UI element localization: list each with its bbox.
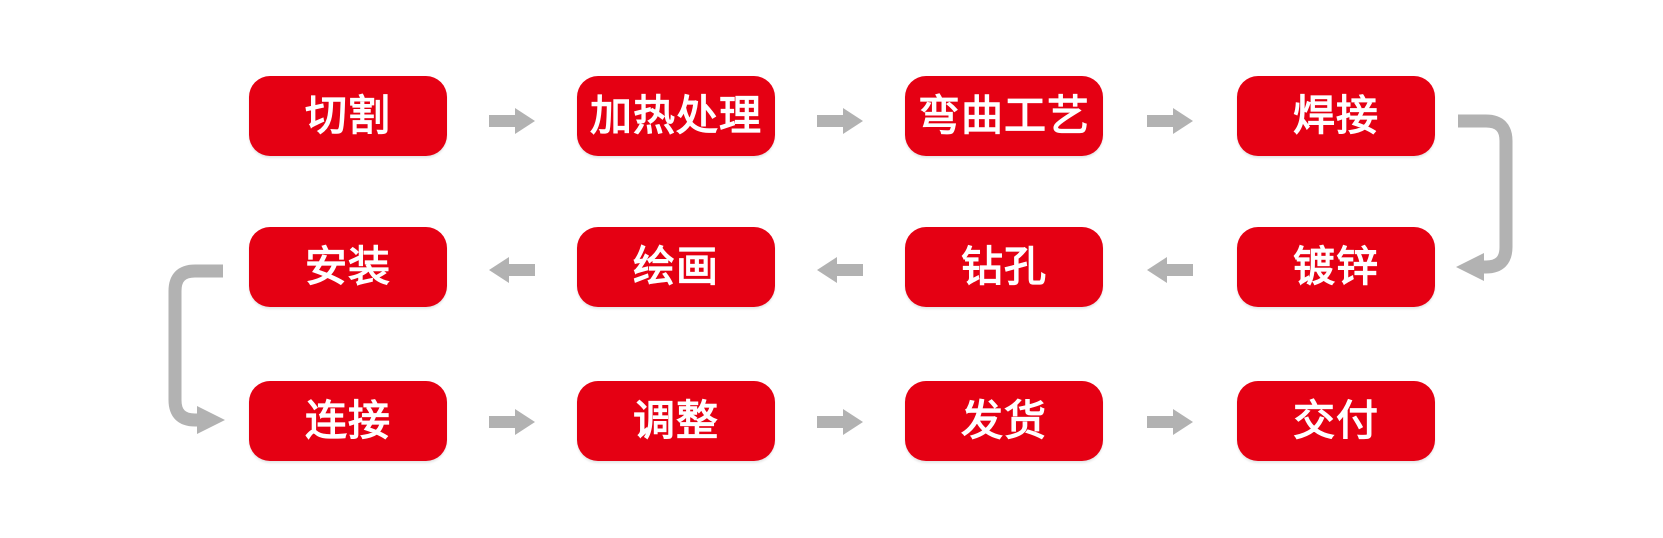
step-label: 弯曲工艺 [917,92,1090,139]
arrow-right-icon [1147,108,1193,134]
step-label: 切割 [304,92,391,139]
elbow-arrow-row1-to-row2-icon [1456,114,1513,281]
arrow-right-icon [817,108,863,134]
elbow-arrow-row2-to-row3-icon [168,264,225,434]
step-connection: 连接 [249,381,447,461]
step-painting: 绘画 [577,227,775,307]
step-label: 调整 [632,397,719,444]
step-bending-process: 弯曲工艺 [905,76,1103,156]
step-welding: 焊接 [1237,76,1435,156]
arrow-left-icon [1147,257,1193,283]
step-installation: 安装 [249,227,447,307]
step-label: 连接 [304,397,391,444]
step-delivery: 交付 [1237,381,1435,461]
arrow-right-icon [489,409,535,435]
step-label: 钻孔 [960,243,1047,290]
step-label: 加热处理 [589,92,762,139]
arrow-right-icon [489,108,535,134]
step-label: 绘画 [632,243,719,290]
step-drilling: 钻孔 [905,227,1103,307]
step-label: 安装 [304,243,391,290]
arrow-left-icon [489,257,535,283]
step-label: 发货 [960,397,1047,444]
step-label: 镀锌 [1292,243,1379,290]
arrow-left-icon [817,257,863,283]
step-shipping: 发货 [905,381,1103,461]
step-cutting: 切割 [249,76,447,156]
arrow-right-icon [1147,409,1193,435]
step-label: 交付 [1292,397,1379,444]
arrow-right-icon [817,409,863,435]
step-adjustment: 调整 [577,381,775,461]
step-heat-treatment: 加热处理 [577,76,775,156]
step-label: 焊接 [1292,92,1379,139]
step-galvanizing: 镀锌 [1237,227,1435,307]
